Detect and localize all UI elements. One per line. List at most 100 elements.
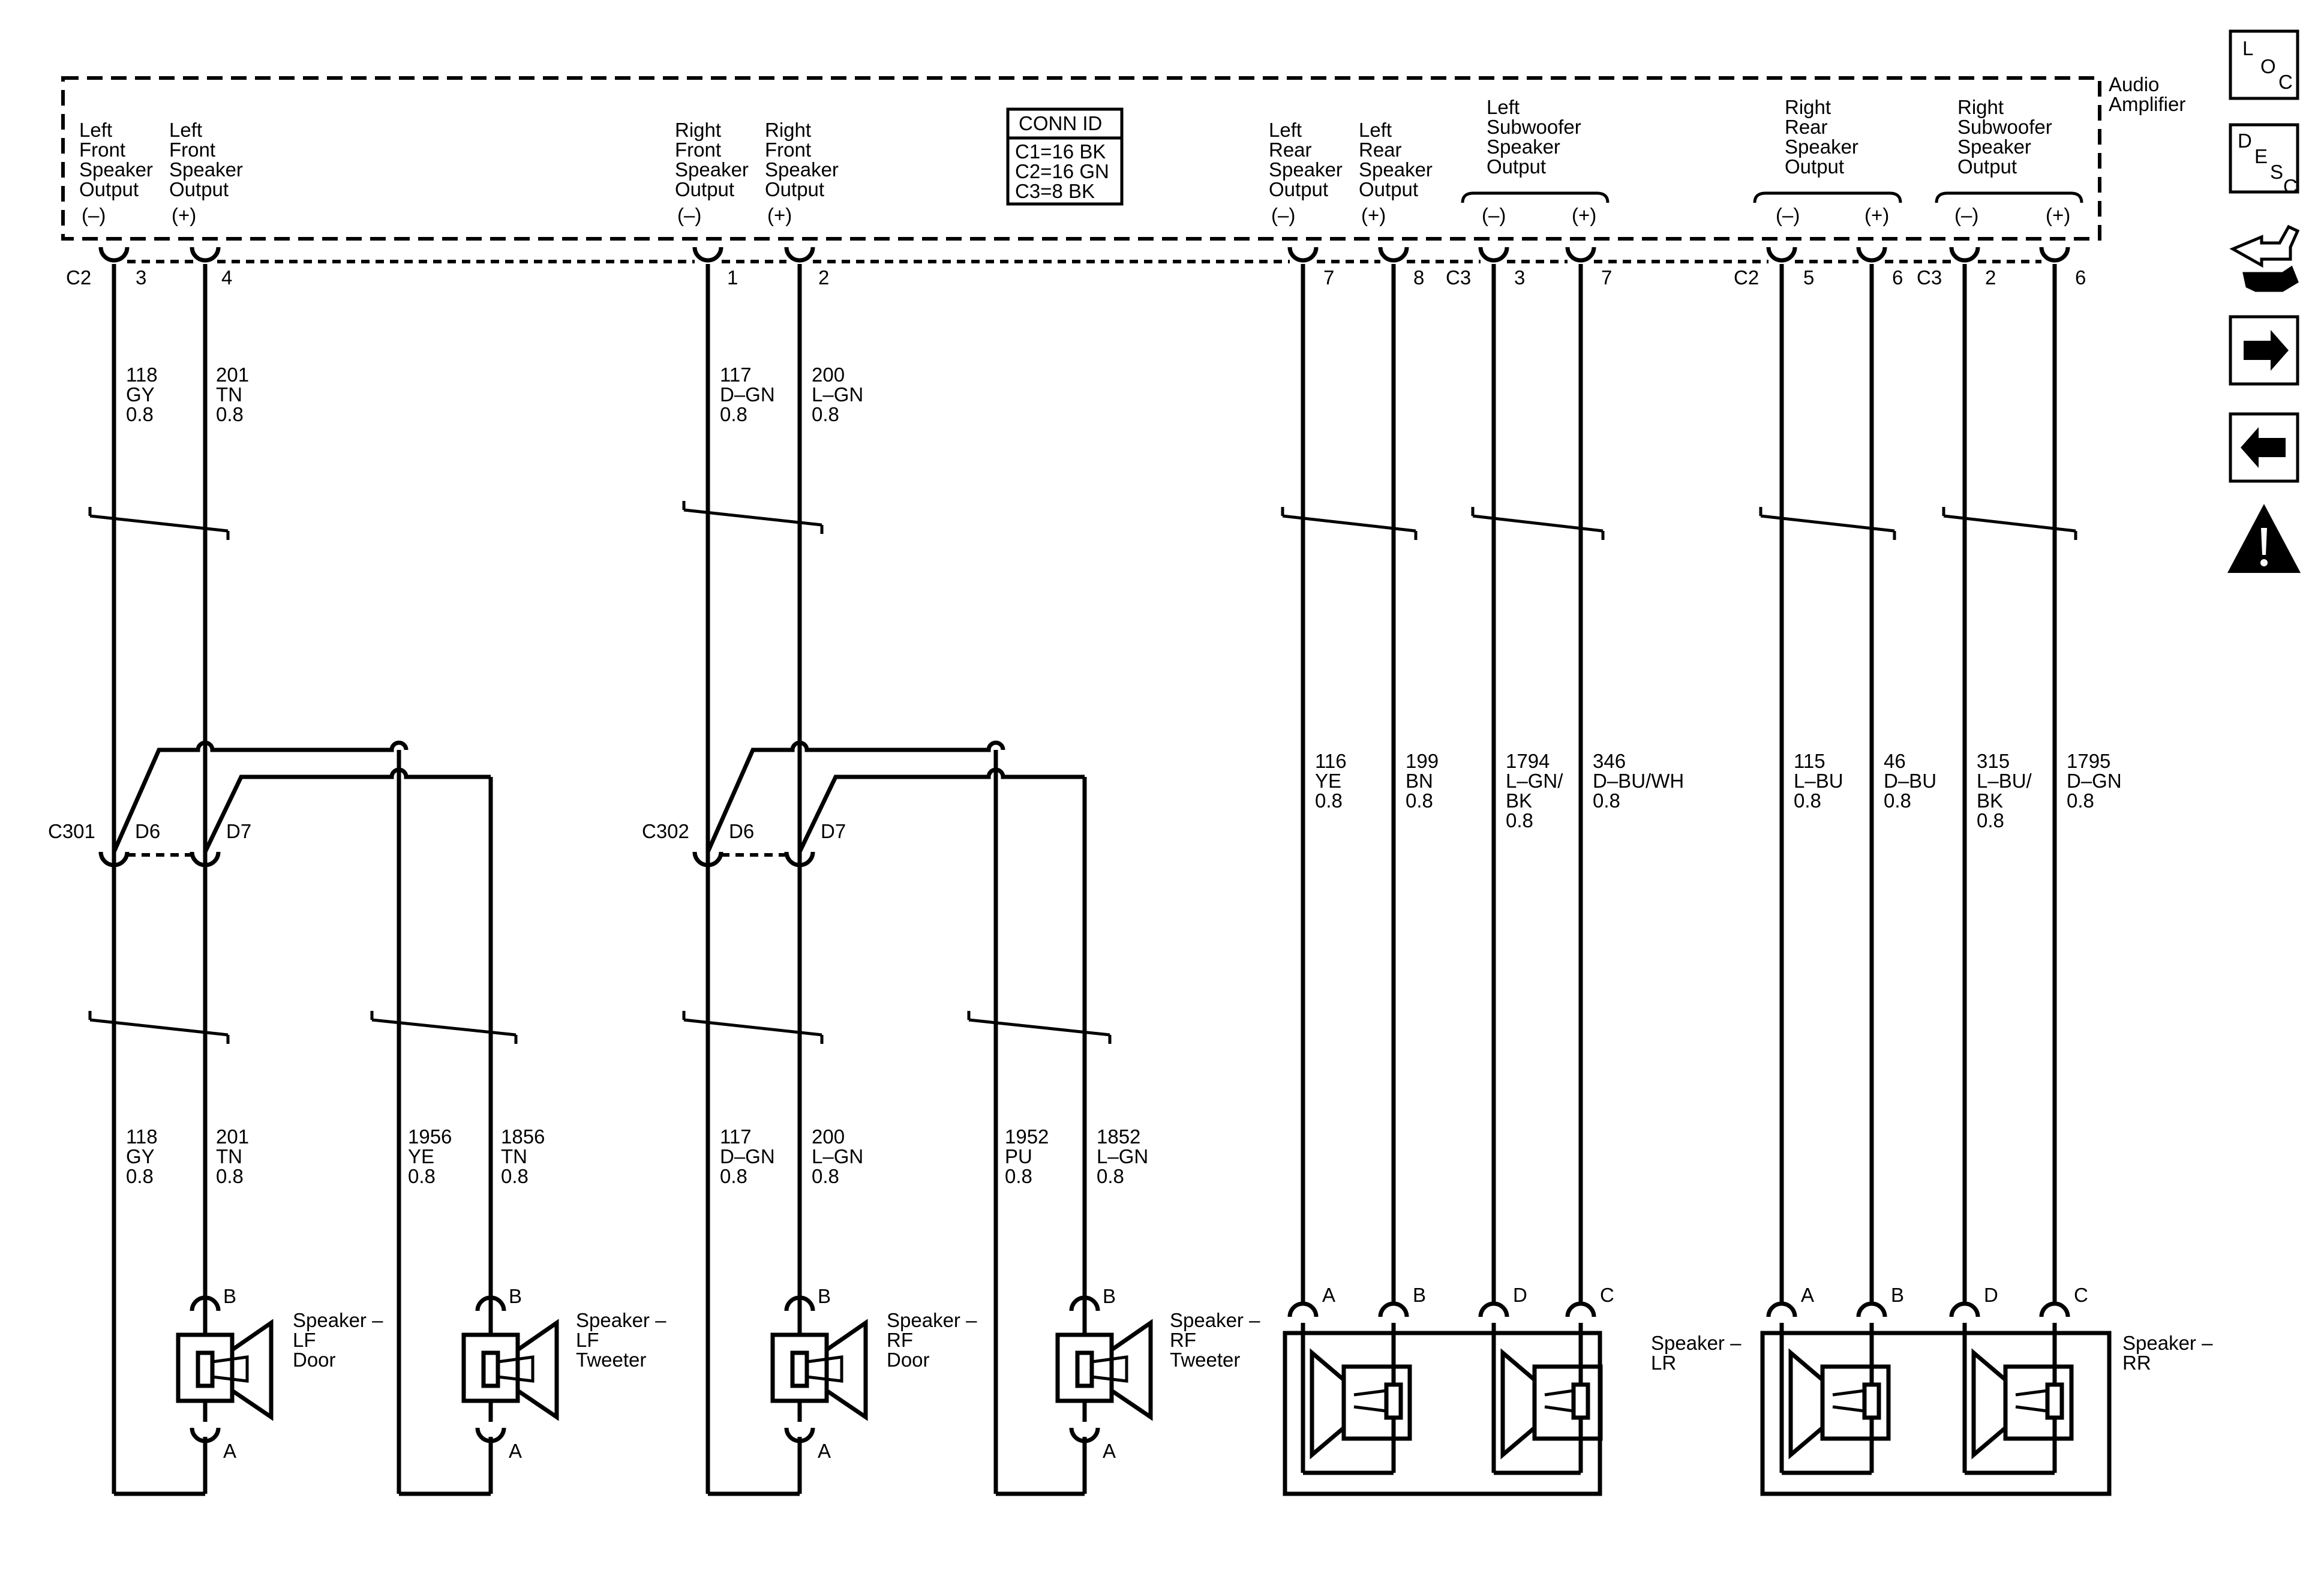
connector-terminal xyxy=(2039,1301,2070,1317)
output-polarity: (–) xyxy=(1776,204,1800,226)
speaker-pin: B xyxy=(509,1285,522,1307)
wire-label: L–GN xyxy=(1097,1145,1148,1167)
wire-label: 0.8 xyxy=(1406,789,1433,812)
connector-pin: 1 xyxy=(727,266,738,289)
wire-label: 117 xyxy=(720,364,752,386)
connector-pin: 6 xyxy=(2075,266,2086,289)
output-label: Speaker xyxy=(1785,136,1858,158)
connector-terminal xyxy=(1766,1301,1797,1317)
output-group-bracket xyxy=(1935,191,2083,203)
connector-pin: 5 xyxy=(1803,266,1814,289)
wire-label: 200 xyxy=(812,1125,845,1148)
wire-label: 0.8 xyxy=(216,403,244,425)
speaker-box xyxy=(176,1332,235,1403)
connector-pin: 8 xyxy=(1413,266,1424,289)
warning-icon-mark xyxy=(2261,528,2267,555)
wire-label: 0.8 xyxy=(1593,789,1620,812)
speaker-name: LF xyxy=(293,1329,316,1351)
speaker-pin: A xyxy=(818,1440,831,1462)
conn-id-box xyxy=(1006,136,1124,206)
wire-label: 118 xyxy=(126,1125,158,1148)
output-label: Output xyxy=(675,178,734,200)
speaker-coil xyxy=(1384,1382,1403,1420)
speaker-magnet xyxy=(806,1355,843,1383)
connector-terminal xyxy=(1856,1301,1887,1317)
speaker-name: LR xyxy=(1651,1352,1676,1374)
output-label: Output xyxy=(1487,155,1546,178)
arrow-left-icon xyxy=(2229,412,2299,483)
wire-label: 0.8 xyxy=(1097,1165,1124,1187)
speaker-name: LF xyxy=(576,1329,599,1351)
wire-label: L–GN xyxy=(812,1145,863,1167)
output-group-bracket xyxy=(1753,191,1902,203)
speaker-magnet xyxy=(497,1355,535,1383)
amplifier-label: Amplifier xyxy=(2109,93,2185,115)
speaker-coil xyxy=(196,1350,215,1388)
loc-icon-letter: L xyxy=(2242,37,2253,59)
output-label: Left xyxy=(79,119,112,141)
output-polarity: (–) xyxy=(677,204,701,226)
wire-label: TN xyxy=(216,383,242,406)
output-polarity: (–) xyxy=(1482,204,1506,226)
wire-label: GY xyxy=(126,383,155,406)
output-label: Output xyxy=(1269,178,1328,200)
desc-icon-letter: S xyxy=(2270,161,2283,183)
output-polarity: (–) xyxy=(82,204,106,226)
speaker-pin: A xyxy=(1322,1284,1335,1306)
output-label: Right xyxy=(675,119,721,141)
wire-label: L–GN/ xyxy=(1506,770,1563,792)
speaker-magnet xyxy=(212,1355,249,1383)
connector-terminal xyxy=(1478,1301,1509,1317)
speaker-pin: B xyxy=(1103,1285,1116,1307)
wire-break-mark xyxy=(968,1018,1110,1037)
speaker-coil xyxy=(481,1350,500,1388)
wire-label: D–GN xyxy=(2067,770,2122,792)
output-polarity: (+) xyxy=(767,204,792,226)
speaker-pin: B xyxy=(1891,1284,1904,1306)
output-label: Right xyxy=(1957,96,2004,118)
speaker-pin: D xyxy=(1984,1284,1998,1306)
speaker-box xyxy=(2003,1364,2074,1441)
wire-label: 199 xyxy=(1406,750,1439,772)
wire-label: D–BU/WH xyxy=(1593,770,1684,792)
wire-label: 0.8 xyxy=(126,403,154,425)
output-polarity: (+) xyxy=(2046,204,2070,226)
wire-label: BK xyxy=(1506,789,1532,812)
output-label: Left xyxy=(1359,119,1392,141)
output-polarity: (+) xyxy=(1572,204,1596,226)
speaker-pin: A xyxy=(1103,1440,1116,1462)
wire-label: 0.8 xyxy=(812,403,839,425)
connector-pin: 7 xyxy=(1323,266,1334,289)
connector-pin: 6 xyxy=(1892,266,1903,289)
speaker-coil xyxy=(1862,1382,1881,1420)
wire-label: 118 xyxy=(126,364,158,386)
speaker-coil xyxy=(2045,1382,2064,1420)
wire-label: 117 xyxy=(720,1125,752,1148)
inline-connector-pin: D7 xyxy=(226,820,251,842)
desc-icon-letter: D xyxy=(2238,130,2252,152)
speaker-name: RF xyxy=(1170,1329,1196,1351)
wire-label: 46 xyxy=(1884,750,1906,772)
output-label: Rear xyxy=(1785,116,1828,138)
wire-label: L–BU/ xyxy=(1977,770,2032,792)
speaker-pin: B xyxy=(818,1285,831,1307)
connector-terminal xyxy=(190,247,221,263)
speaker-name: RF xyxy=(887,1329,913,1351)
connector-terminal xyxy=(1949,247,1980,263)
connector-terminal xyxy=(1287,247,1319,263)
output-label: Rear xyxy=(1269,139,1312,161)
speaker-box xyxy=(1055,1332,1114,1403)
wire-label: L–BU xyxy=(1794,770,1843,792)
speaker-name: Tweeter xyxy=(576,1349,646,1371)
wire-label: 116 xyxy=(1315,750,1347,772)
speaker-cone xyxy=(231,1319,274,1421)
wire-label: 0.8 xyxy=(720,403,747,425)
speaker-coil xyxy=(790,1350,809,1388)
speaker-cone xyxy=(517,1319,559,1421)
output-label: Front xyxy=(675,139,721,161)
wire-break-mark xyxy=(683,1018,822,1037)
connector-terminal xyxy=(1856,247,1887,263)
speaker-name: Door xyxy=(887,1349,930,1371)
